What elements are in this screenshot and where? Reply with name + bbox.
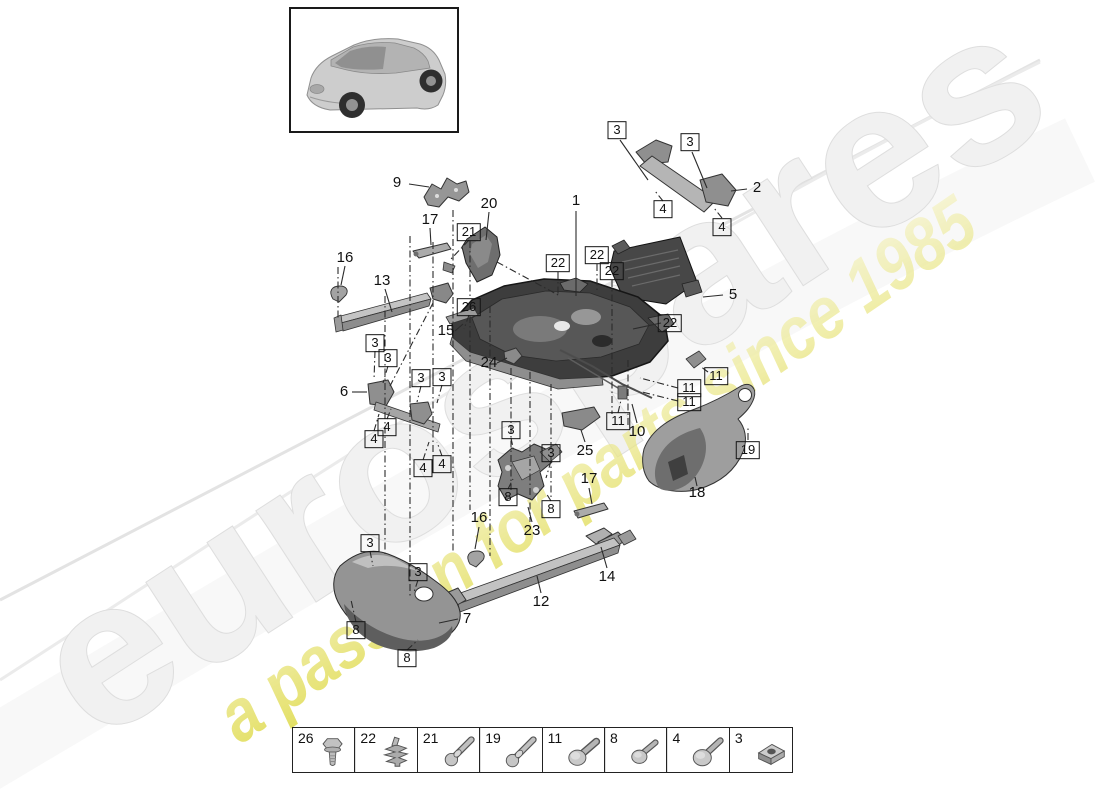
callout[interactable]: 24 <box>480 354 498 372</box>
callout[interactable]: 7 <box>462 610 472 628</box>
legend-item[interactable]: 26 <box>292 727 356 773</box>
callout[interactable]: 25 <box>576 442 594 460</box>
suv-car-icon <box>306 38 447 118</box>
vehicle-thumbnail <box>289 7 459 133</box>
hex-flange-bolt-icon <box>322 738 343 766</box>
callout-box[interactable]: 3 <box>408 563 428 581</box>
legend-item[interactable]: 19 <box>479 727 544 773</box>
callout[interactable]: 10 <box>628 423 646 441</box>
callout-box[interactable]: 3 <box>360 534 380 552</box>
callout-box[interactable]: 11 <box>677 393 701 411</box>
callout-box[interactable]: 8 <box>541 500 561 518</box>
callout-box[interactable]: 4 <box>377 418 397 436</box>
callout[interactable]: 1 <box>571 192 581 210</box>
legend-number: 3 <box>734 730 743 746</box>
blind-rivet-icon <box>444 736 475 767</box>
callout[interactable]: 13 <box>373 272 391 290</box>
fastener-legend: 26 22 21 19 11 <box>292 727 793 773</box>
callout-box[interactable]: 22 <box>657 314 683 332</box>
watermark-brand-text: eurospares <box>0 0 1084 783</box>
legend-number: 21 <box>422 730 439 746</box>
callout-box[interactable]: 11 <box>606 412 630 430</box>
callout[interactable]: 6 <box>339 383 349 401</box>
callout-box[interactable]: 4 <box>432 455 452 473</box>
callout[interactable]: 17 <box>421 211 439 229</box>
callout-box[interactable]: 4 <box>413 459 433 477</box>
part-2-bracket-rail <box>635 139 737 213</box>
callout[interactable]: 17 <box>580 470 598 488</box>
part-15-clamp <box>429 282 454 304</box>
legend-item[interactable]: 22 <box>354 727 419 773</box>
callout-box[interactable]: 21 <box>456 223 482 241</box>
blind-rivet-icon <box>506 736 537 768</box>
callout[interactable]: 2 <box>752 179 762 197</box>
expanding-rivet-clip-icon <box>383 736 410 767</box>
part-16-clip-upper <box>330 285 348 303</box>
clip-nut-icon <box>757 743 786 766</box>
part-17-handle-lower <box>573 502 609 519</box>
callout-box[interactable]: 22 <box>599 262 625 280</box>
legend-number: 26 <box>298 730 314 746</box>
callout-box[interactable]: 8 <box>498 488 518 506</box>
part-18-trim-panel <box>642 384 756 492</box>
callout-box[interactable]: 3 <box>501 421 521 439</box>
callout-box[interactable]: 11 <box>704 367 728 385</box>
callout[interactable]: 15 <box>437 322 455 340</box>
callout[interactable]: 9 <box>392 174 402 192</box>
legend-item[interactable]: 21 <box>416 727 481 773</box>
legend-number: 22 <box>360 730 376 746</box>
legend-number: 4 <box>672 730 681 746</box>
callout-box[interactable]: 3 <box>541 444 561 462</box>
callout-box[interactable]: 3 <box>432 368 452 386</box>
callout-box[interactable]: 4 <box>653 200 673 218</box>
legend-number: 11 <box>547 730 563 746</box>
callout-box[interactable]: 8 <box>397 649 417 667</box>
callout-box[interactable]: 3 <box>365 334 385 352</box>
part-10-wiring-harness <box>559 349 707 400</box>
callout-box[interactable]: 22 <box>545 254 571 272</box>
part-5-control-module <box>609 236 703 305</box>
callout[interactable]: 16 <box>336 249 354 267</box>
legend-item[interactable]: 4 <box>666 727 731 773</box>
callout-box[interactable]: 4 <box>712 218 732 236</box>
legend-number: 19 <box>485 730 501 746</box>
callout-box[interactable]: 19 <box>735 441 761 459</box>
legend-item[interactable]: 3 <box>728 727 793 773</box>
pan-head-screw-icon <box>693 737 725 767</box>
pan-head-screw-icon <box>631 739 659 764</box>
legend-item[interactable]: 11 <box>541 727 606 773</box>
part-12-seat-rail <box>443 529 637 613</box>
callout[interactable]: 14 <box>598 568 616 586</box>
part-13-rail <box>333 292 432 333</box>
legend-number: 8 <box>610 730 618 746</box>
callout-box[interactable]: 22 <box>584 246 610 264</box>
callout[interactable]: 16 <box>470 509 488 527</box>
part-9-bracket <box>423 177 470 208</box>
round-head-bolt-icon <box>567 737 600 766</box>
callout-box[interactable]: 3 <box>680 133 700 151</box>
callout-box[interactable]: 8 <box>346 621 366 639</box>
callout[interactable]: 18 <box>688 484 706 502</box>
callout[interactable]: 12 <box>532 593 550 611</box>
callout-box[interactable]: 3 <box>607 121 627 139</box>
callout-box[interactable]: 26 <box>456 298 482 316</box>
part-25-bracket <box>561 406 601 431</box>
callout[interactable]: 23 <box>523 522 541 540</box>
callout-box[interactable]: 3 <box>411 369 431 387</box>
callout-box[interactable]: 11 <box>677 379 701 397</box>
callout-box[interactable]: 3 <box>378 349 398 367</box>
legend-item[interactable]: 8 <box>604 727 669 773</box>
part-17-handle-upper <box>412 242 452 259</box>
callout[interactable]: 20 <box>480 195 498 213</box>
callout[interactable]: 5 <box>728 286 738 304</box>
leader-lines <box>337 139 749 651</box>
callout-box[interactable]: 4 <box>364 430 384 448</box>
part-16-clip-lower <box>467 550 485 568</box>
